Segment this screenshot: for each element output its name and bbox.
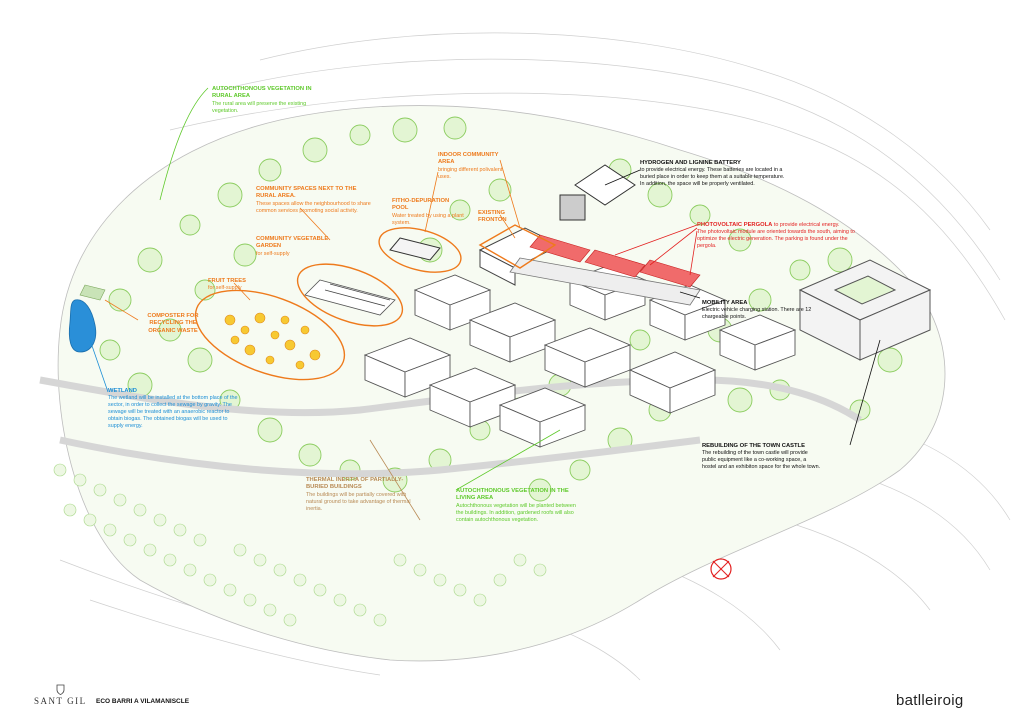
label-thermal-inertia: Thermal inertia of partially-buried buil… bbox=[306, 477, 416, 513]
housing-block bbox=[428, 367, 517, 428]
photovoltaic-pergola bbox=[529, 234, 701, 288]
label-title: Community spaces next to the rural area. bbox=[256, 186, 357, 200]
olive-grove bbox=[53, 463, 547, 627]
label-title: Photovoltaic pergola bbox=[697, 222, 773, 228]
label-desc: for self-supply bbox=[208, 285, 242, 292]
fitho-pool bbox=[389, 237, 441, 261]
label-desc: bringing different polivalent uses. bbox=[438, 166, 503, 180]
label-title: Mobility area bbox=[702, 300, 748, 306]
housing-block bbox=[718, 314, 797, 371]
parking-platform bbox=[509, 257, 701, 306]
label-title: Rebuilding of the town castle bbox=[702, 443, 805, 449]
label-vegetation-living: Autochthonous vegetation in the living a… bbox=[456, 488, 581, 524]
composter bbox=[79, 284, 106, 301]
leader-lines bbox=[89, 87, 881, 521]
label-existing-fronton: Existing fronton bbox=[478, 210, 518, 225]
label-fruit-trees: Fruit trees for self-supply bbox=[208, 278, 268, 292]
label-title: Autochthonous vegetation in the living a… bbox=[456, 488, 569, 502]
label-wetland: Wetland The wetland will be installed at… bbox=[108, 388, 238, 430]
label-title: Autochthonous vegetation in rural area bbox=[212, 86, 312, 100]
label-title: Existing fronton bbox=[478, 210, 507, 224]
vegetable-garden bbox=[304, 279, 396, 316]
fruit-tree-area bbox=[224, 312, 321, 370]
label-desc: to provide electrical energy. These batt… bbox=[640, 167, 785, 188]
housing-block bbox=[543, 327, 632, 388]
housing-block bbox=[413, 274, 492, 331]
label-title: Fruit trees bbox=[208, 278, 247, 284]
label-fitho-pool: Fitho-depuration pool Water treated by u… bbox=[392, 198, 464, 227]
north-arrow-icon bbox=[710, 558, 732, 580]
label-desc: These spaces allow the neighbourhood to … bbox=[256, 200, 371, 214]
label-desc: Water treated by using a plant system. bbox=[392, 212, 464, 226]
label-desc: The wetland will be installed at the bot… bbox=[108, 395, 238, 430]
label-desc: Autochthonous vegetation will be planted… bbox=[456, 502, 576, 523]
label-title: Indoor community area bbox=[438, 152, 499, 166]
housing-block bbox=[468, 302, 557, 363]
label-title: Hydrogen and lignine battery bbox=[640, 160, 741, 166]
project-title: ECO BARRI A VILAMANISCLE bbox=[96, 698, 190, 705]
crest-icon bbox=[56, 684, 65, 695]
client-logo-text: SANT GIL bbox=[34, 696, 87, 706]
label-desc: Electric vehicle charging station. There… bbox=[702, 307, 812, 321]
label-hydrogen-battery: Hydrogen and lignine battery to provide … bbox=[640, 160, 790, 188]
label-desc: The rebuilding of the town castle will p… bbox=[702, 450, 821, 471]
label-desc: The rural area will preserve the existin… bbox=[212, 100, 307, 114]
label-mobility-area: Mobility area Electric vehicle charging … bbox=[702, 300, 812, 321]
label-composter: Composter for recycling the organic wast… bbox=[140, 313, 206, 335]
label-desc: The photovoltaic module are oriented tow… bbox=[697, 229, 855, 250]
wetland-area bbox=[68, 299, 97, 353]
town-castle bbox=[798, 259, 932, 361]
label-title: Wetland bbox=[108, 388, 137, 394]
label-title: Thermal inertia of partially-buried buil… bbox=[306, 477, 404, 491]
label-title: Composter for recycling the organic wast… bbox=[147, 313, 199, 334]
label-desc: The buildings will be partially covered … bbox=[306, 491, 411, 512]
label-desc: for self-supply bbox=[256, 250, 290, 257]
housing-block bbox=[498, 387, 587, 448]
label-vegetation-rural: Autochthonous vegetation in rural area T… bbox=[212, 86, 332, 115]
label-title: Fitho-depuration pool bbox=[392, 198, 450, 212]
studio-brand: batlleiroig bbox=[896, 692, 964, 709]
label-town-castle: Rebuilding of the town castle The rebuil… bbox=[702, 443, 822, 471]
label-photovoltaic-pergola: Photovoltaic pergola to provide electric… bbox=[697, 222, 867, 250]
label-community-spaces: Community spaces next to the rural area.… bbox=[256, 186, 376, 215]
label-vegetable-garden: Community vegetable garden for self-supp… bbox=[256, 236, 336, 258]
label-title-suffix: to provide electrical energy. bbox=[773, 222, 840, 228]
label-indoor-community: Indoor community area bringing different… bbox=[438, 152, 510, 181]
label-title: Community vegetable garden bbox=[256, 236, 329, 250]
housing-block bbox=[628, 351, 717, 414]
